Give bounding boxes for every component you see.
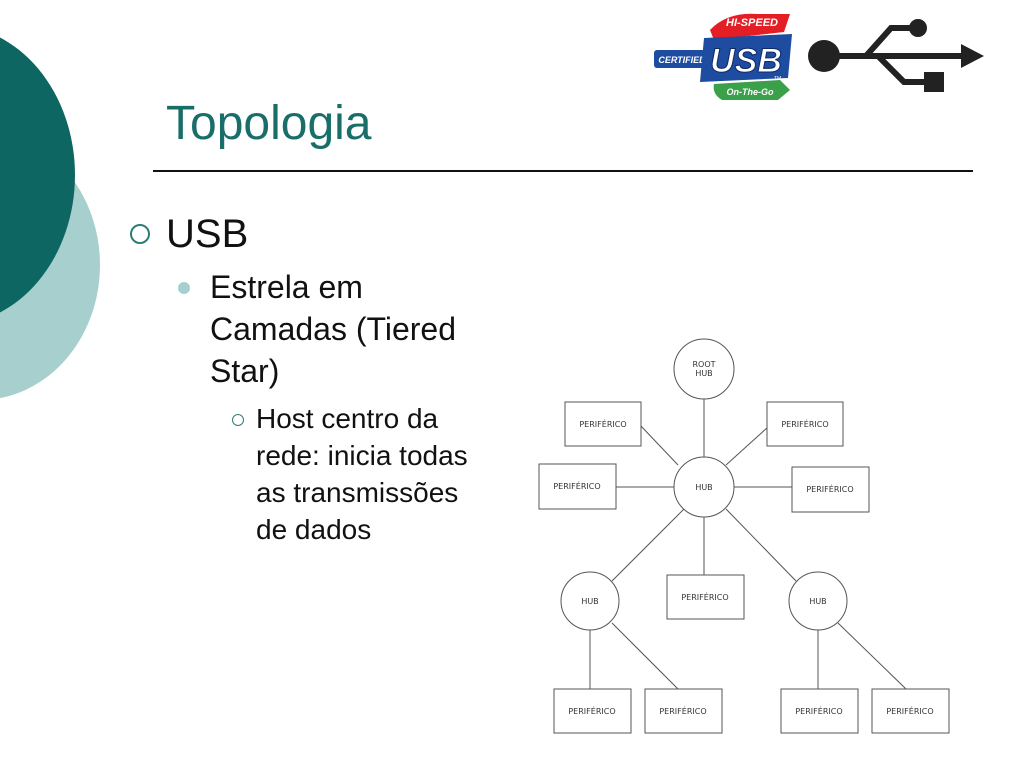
svg-text:HI-SPEED: HI-SPEED bbox=[726, 17, 778, 29]
peripheral-label-8: PERIFÉRICO bbox=[795, 705, 842, 716]
peripheral-label-6: PERIFÉRICO bbox=[568, 705, 615, 716]
decorative-circles bbox=[0, 37, 100, 399]
bullet-level1-text: USB bbox=[166, 212, 249, 256]
peripheral-node-4 bbox=[791, 466, 870, 513]
hollow-circle-bullet-icon bbox=[232, 414, 244, 426]
peripheral-label-7: PERIFÉRICO bbox=[659, 705, 706, 716]
root-hub-node bbox=[673, 338, 735, 400]
peripheral-node-2 bbox=[766, 401, 844, 447]
usb-trident-icon bbox=[808, 19, 984, 92]
peripheral-node-7 bbox=[644, 688, 723, 734]
hub-node-center bbox=[673, 456, 735, 518]
slide-title: Topologia bbox=[166, 97, 372, 150]
hub-label-right: HUB bbox=[809, 597, 826, 606]
svg-text:USB: USB bbox=[710, 42, 782, 80]
peripheral-node-1 bbox=[564, 401, 642, 447]
hub-label-center: HUB bbox=[695, 483, 712, 492]
svg-text:TM: TM bbox=[774, 76, 781, 82]
svg-text:On-The-Go: On-The-Go bbox=[727, 87, 774, 97]
peripheral-label-2: PERIFÉRICO bbox=[781, 418, 828, 429]
peripheral-label-1: PERIFÉRICO bbox=[579, 418, 626, 429]
peripheral-label-4: PERIFÉRICO bbox=[806, 483, 853, 494]
peripheral-node-8 bbox=[780, 688, 859, 734]
hub-node-left bbox=[560, 571, 620, 631]
bullet-level3-text: Host centro da rede: inicia todas as tra… bbox=[256, 403, 468, 545]
hub-node-right bbox=[788, 571, 848, 631]
peripheral-node-5 bbox=[666, 574, 745, 620]
peripheral-node-9 bbox=[871, 688, 950, 734]
filled-circle-bullet-icon bbox=[178, 282, 190, 294]
hub-label-left: HUB bbox=[581, 597, 598, 606]
peripheral-node-6 bbox=[553, 688, 632, 734]
peripheral-label-3: PERIFÉRICO bbox=[553, 480, 600, 491]
hollow-circle-bullet-icon bbox=[130, 224, 150, 244]
peripheral-label-9: PERIFÉRICO bbox=[886, 705, 933, 716]
peripheral-label-5: PERIFÉRICO bbox=[681, 591, 728, 602]
peripheral-node-3 bbox=[538, 463, 617, 510]
usb-certified-logo: CERTIFIED HI-SPEED USB TM On-The-Go bbox=[654, 13, 792, 100]
bullet-level2-text: Estrela em Camadas (Tiered Star) bbox=[210, 269, 457, 389]
svg-text:CERTIFIED: CERTIFIED bbox=[658, 55, 706, 65]
title-divider bbox=[153, 170, 973, 172]
